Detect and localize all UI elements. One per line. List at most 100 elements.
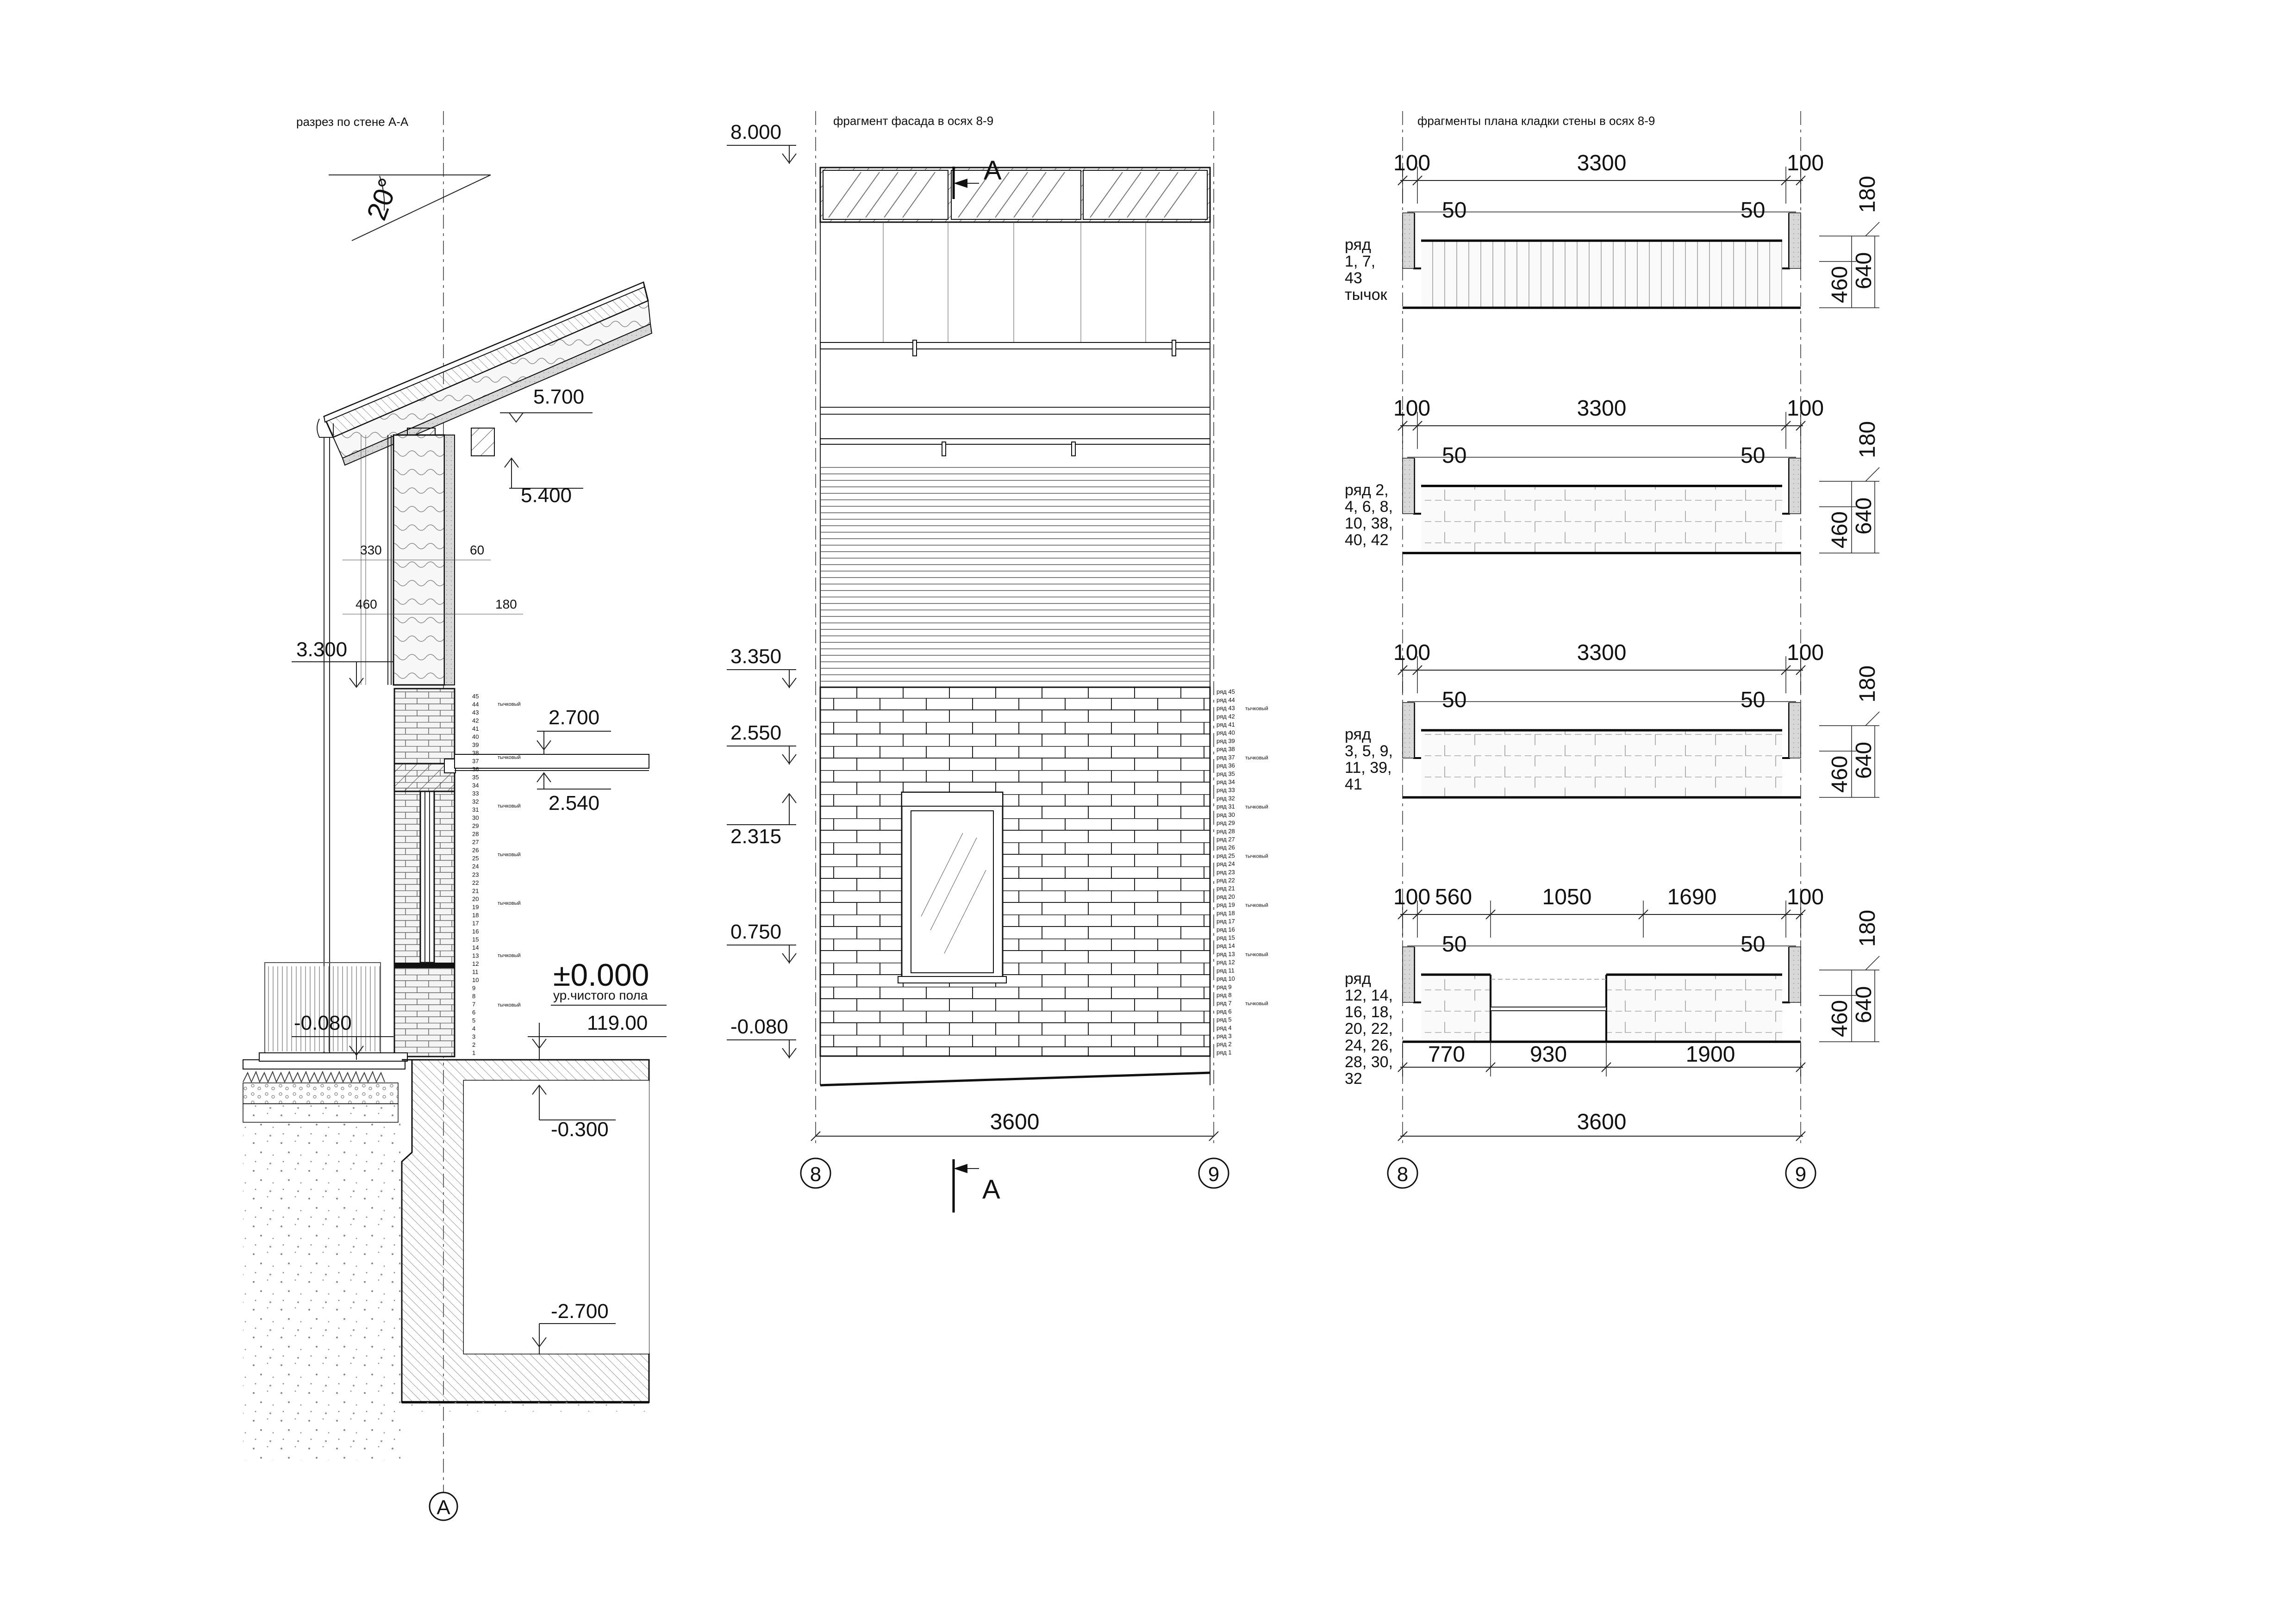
facade-row-label: ряд 11 (1217, 967, 1235, 974)
facade-row-label: ряд 1 (1217, 1049, 1232, 1056)
header-note-2: тычковый (498, 755, 521, 760)
section-dimensions: 330 60 460 180 (343, 543, 523, 615)
plan-dim-640: 640 (1852, 252, 1876, 289)
facade-row-label: ряд 29 (1217, 820, 1235, 827)
facade-row-label: ряд 37 (1217, 754, 1235, 761)
level-2540: 2.540 (549, 792, 599, 815)
axis-bubble-8-plan (1387, 1157, 1418, 1189)
course-number: 37 (472, 758, 479, 765)
facade-row-note: тычковый (1245, 903, 1268, 908)
plan-row-label: 41 (1345, 776, 1362, 793)
level-pm0000: ±0.000 (553, 958, 649, 993)
foundation (243, 1052, 650, 1460)
plan-dim-inner-left: 50 (1442, 688, 1466, 712)
facade-row-label: ряд 19 (1217, 902, 1235, 908)
facade-row-label: ряд 7 (1217, 1000, 1232, 1007)
plan-dim-span: 3300 (1577, 396, 1627, 421)
plan-dim-right: 100 (1787, 151, 1824, 175)
course-number: 16 (472, 928, 479, 935)
plan-dim-bottom-a: 770 (1428, 1042, 1465, 1067)
course-number: 33 (472, 790, 479, 797)
plan-dim-a: 560 (1435, 885, 1472, 909)
course-number: 7 (472, 1001, 475, 1007)
facade-ground-line (820, 1071, 1210, 1087)
facade-level: -0.080 (730, 1015, 788, 1038)
course-number: 36 (472, 766, 479, 773)
plan-row-label: 4, 6, 8, (1345, 498, 1393, 516)
facade-row-label: ряд 9 (1217, 983, 1232, 990)
plan-dim-460: 460 (1828, 266, 1852, 303)
plan-dim-460: 460 (1828, 756, 1852, 793)
course-number: 44 (472, 701, 479, 708)
dim-460: 460 (356, 597, 377, 611)
facade-siding (820, 222, 1210, 1085)
course-number: 6 (472, 1009, 475, 1016)
course-number: 42 (472, 717, 479, 724)
plan-row-label: ряд (1345, 236, 1371, 254)
plan-row-label: 3, 5, 9, (1345, 742, 1393, 760)
facade-row-note: тычковый (1245, 853, 1268, 859)
section-caption: разрез по стене А-А (296, 115, 409, 129)
course-number: 12 (472, 960, 479, 967)
facade-row-label: ряд 14 (1217, 942, 1235, 949)
facade-row-note: тычковый (1245, 952, 1268, 958)
plan-dim-180: 180 (1855, 665, 1880, 703)
facade-level: 8.000 (730, 121, 781, 143)
plan-dim-inner-left: 50 (1442, 443, 1466, 468)
dim-330: 330 (360, 543, 382, 557)
level-3300: 3.300 (296, 638, 347, 661)
facade-row-label: ряд 13 (1217, 951, 1235, 958)
facade-row-label: ряд 31 (1217, 803, 1235, 810)
course-number: 2 (472, 1041, 475, 1048)
course-number: 45 (472, 693, 479, 700)
plans-caption: фрагменты плана кладки стены в осях 8-9 (1417, 114, 1655, 128)
axis-label-9-facade: 9 (1208, 1163, 1219, 1186)
facade-row-label: ряд 12 (1217, 959, 1235, 966)
plan-row-label: 12, 14, (1345, 987, 1393, 1004)
plan-row-label: 40, 42 (1345, 531, 1389, 549)
course-number: 20 (472, 895, 479, 902)
facade-row-label: ряд 20 (1217, 893, 1235, 900)
plan-dim-left: 100 (1393, 640, 1430, 665)
level-m0080: -0.080 (294, 1012, 352, 1034)
facade-caption: фрагмент фасада в осях 8-9 (833, 114, 993, 128)
header-note-1: тычковый (498, 702, 521, 707)
plan-dim-right: 100 (1787, 885, 1824, 909)
course-number: 17 (472, 920, 479, 927)
facade-row-label: ряд 34 (1217, 778, 1235, 785)
header-note-5: тычковый (498, 901, 521, 906)
facade-row-label: ряд 41 (1217, 721, 1235, 728)
facade-row-label: ряд 3 (1217, 1032, 1232, 1039)
course-number: 23 (472, 871, 479, 878)
plan-dim-left: 100 (1393, 885, 1430, 909)
course-number: 40 (472, 734, 479, 740)
plan-row-label: 32 (1345, 1070, 1362, 1088)
facade-row-label: ряд 17 (1217, 918, 1235, 925)
facade-row-label: ряд 6 (1217, 1008, 1232, 1015)
facade-row-label: ряд 43 (1217, 705, 1235, 712)
header-note-6: тычковый (498, 953, 521, 958)
course-number: 9 (472, 984, 475, 991)
dim-60: 60 (470, 543, 484, 557)
facade-row-label: ряд 8 (1217, 991, 1232, 998)
facade-level: 2.550 (730, 721, 781, 744)
facade-row-note: тычковый (1245, 755, 1268, 761)
facade-cut-mark-top: А (984, 155, 1002, 186)
facade-row-note: тычковый (1245, 706, 1268, 712)
plan-row-label: 43 (1345, 269, 1362, 287)
plan-row-label: 28, 30, (1345, 1053, 1393, 1071)
plan-dim-inner-left: 50 (1442, 198, 1466, 223)
facade-row-label: ряд 42 (1217, 713, 1235, 720)
course-number: 5 (472, 1017, 475, 1024)
facade-level: 2.315 (730, 825, 781, 848)
course-number: 28 (472, 831, 479, 838)
plan-dim-180: 180 (1855, 176, 1880, 213)
plan-dim-460: 460 (1828, 1000, 1852, 1037)
level-2700: 2.700 (549, 706, 599, 729)
course-number: 38 (472, 750, 479, 757)
course-number: 11 (472, 968, 479, 975)
course-number: 41 (472, 725, 479, 732)
